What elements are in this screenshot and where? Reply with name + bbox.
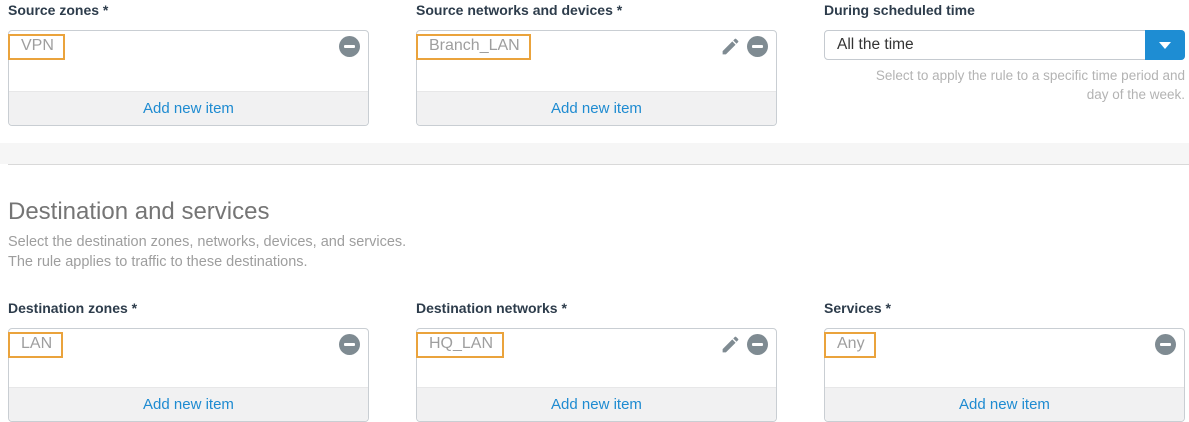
schedule-selected-value: All the time [837, 36, 914, 53]
section-divider-band [0, 143, 1189, 164]
add-new-item-button[interactable]: Add new item [417, 91, 776, 125]
edit-item-icon[interactable] [720, 36, 741, 57]
list-empty-area [9, 60, 368, 91]
item-name: VPN [21, 37, 54, 54]
item-name: Any [837, 335, 865, 352]
add-new-item-label: Add new item [143, 396, 234, 413]
remove-item-icon[interactable] [339, 334, 360, 355]
field-schedule: During scheduled time All the time Selec… [824, 2, 1185, 126]
list-empty-area [825, 358, 1184, 387]
destination-zones-label: Destination zones * [8, 300, 138, 316]
field-destination-zones: Destination zones * LAN Add new item [8, 300, 369, 422]
add-new-item-button[interactable]: Add new item [417, 387, 776, 421]
highlight-annotation: HQ_LAN [416, 332, 505, 358]
source-zones-listbox: VPN Add new item [8, 30, 369, 126]
schedule-label: During scheduled time [824, 2, 975, 18]
source-row: Source zones * VPN Add new item Source n… [0, 0, 1189, 126]
remove-item-icon[interactable] [339, 36, 360, 57]
field-services: Services * Any Add new item [824, 300, 1185, 422]
section-divider-line [8, 164, 1189, 165]
list-item[interactable]: Any [824, 329, 1184, 358]
add-new-item-label: Add new item [551, 396, 642, 413]
destination-networks-listbox: HQ_LAN Add new item [416, 328, 777, 422]
remove-item-icon[interactable] [747, 334, 768, 355]
section-subtitle: Select the destination zones, networks, … [8, 234, 407, 270]
source-zones-label: Source zones * [8, 2, 109, 18]
highlight-annotation: VPN [8, 34, 65, 60]
destination-zones-listbox: LAN Add new item [8, 328, 369, 422]
field-source-networks: Source networks and devices * Branch_LAN… [416, 2, 777, 126]
schedule-select[interactable]: All the time [824, 30, 1185, 60]
destination-section: Destination and services Select the dest… [0, 198, 1189, 422]
highlight-annotation: Any [824, 332, 876, 358]
item-name: Branch_LAN [429, 37, 520, 54]
add-new-item-label: Add new item [959, 396, 1050, 413]
list-empty-area [417, 358, 776, 387]
item-actions [339, 33, 360, 57]
list-item[interactable]: LAN [8, 329, 368, 358]
field-destination-networks: Destination networks * HQ_LAN Add new [416, 300, 777, 422]
source-networks-label: Source networks and devices * [416, 2, 623, 18]
field-source-zones: Source zones * VPN Add new item [8, 2, 369, 126]
item-actions [720, 331, 768, 355]
list-empty-area [9, 358, 368, 387]
destination-networks-label: Destination networks * [416, 300, 567, 316]
item-actions [720, 33, 768, 57]
add-new-item-button[interactable]: Add new item [825, 387, 1184, 421]
list-item[interactable]: HQ_LAN [416, 329, 776, 358]
destination-row: Destination zones * LAN Add new item Des [8, 300, 1189, 422]
highlight-annotation: LAN [8, 332, 64, 358]
section-title: Destination and services [8, 198, 270, 225]
add-new-item-button[interactable]: Add new item [9, 91, 368, 125]
item-name: LAN [21, 335, 53, 352]
remove-item-icon[interactable] [747, 36, 768, 57]
services-label: Services * [824, 300, 891, 316]
item-name: HQ_LAN [429, 335, 494, 352]
source-networks-listbox: Branch_LAN Add new item [416, 30, 777, 126]
list-item[interactable]: Branch_LAN [416, 31, 776, 60]
item-actions [1155, 331, 1176, 355]
item-actions [339, 331, 360, 355]
schedule-help-text: Select to apply the rule to a specific t… [875, 68, 1185, 102]
add-new-item-label: Add new item [551, 100, 642, 117]
edit-item-icon[interactable] [720, 334, 741, 355]
chevron-down-icon[interactable] [1145, 30, 1185, 60]
add-new-item-label: Add new item [143, 100, 234, 117]
services-listbox: Any Add new item [824, 328, 1185, 422]
list-empty-area [417, 60, 776, 91]
add-new-item-button[interactable]: Add new item [9, 387, 368, 421]
list-item[interactable]: VPN [8, 31, 368, 60]
remove-item-icon[interactable] [1155, 334, 1176, 355]
highlight-annotation: Branch_LAN [416, 34, 531, 60]
